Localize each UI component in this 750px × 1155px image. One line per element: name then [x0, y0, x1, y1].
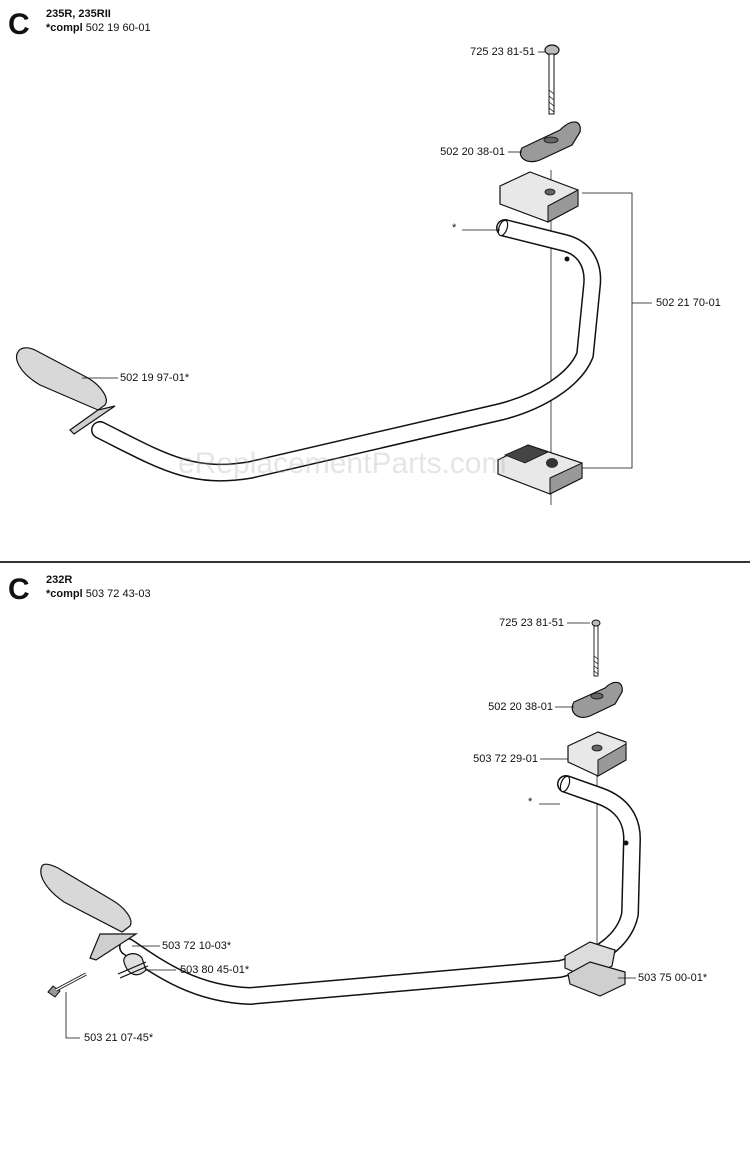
bracket-part: [564, 941, 626, 997]
handle-tube: [91, 219, 602, 482]
diagram-235r: [16, 44, 652, 505]
section-235r: C 235R, 235RII *compl 502 19 60-01: [0, 0, 750, 562]
label-grip: 502 19 97-01*: [120, 372, 190, 384]
label-bracket: 503 75 00-01*: [638, 972, 708, 984]
label-clamp-kit: 502 21 70-01: [656, 297, 721, 309]
compl-prefix: *compl: [46, 22, 83, 34]
section-divider: [0, 561, 750, 563]
label-clamp: 503 72 29-01: [473, 753, 538, 765]
label-asterisk: *: [452, 222, 457, 234]
section-232r: C 232R *compl 503 72 43-03: [0, 564, 750, 1155]
compl-number: 503 72 43-03: [85, 588, 151, 600]
label-screw: 503 21 07-45*: [84, 1032, 154, 1044]
tube-hole: [623, 840, 629, 846]
section-compl: *compl 502 19 60-01: [46, 22, 151, 35]
label-wing-knob: 502 20 38-01: [488, 701, 553, 713]
label-cover: 503 80 45-01*: [180, 964, 250, 976]
section-letter: C: [8, 8, 30, 41]
section-letter: C: [8, 573, 30, 606]
compl-number: 502 19 60-01: [85, 22, 151, 34]
label-bolt: 725 23 81-51: [470, 46, 535, 58]
compl-prefix: *compl: [46, 588, 83, 600]
label-bolt: 725 23 81-51: [499, 617, 564, 629]
bolt-part: [591, 619, 601, 677]
tube-end: [559, 775, 571, 793]
section-models: 232R: [46, 574, 73, 586]
bolt-part: [544, 44, 560, 115]
grip-part: [40, 863, 139, 961]
grip-part: [16, 347, 116, 435]
label-grip: 503 72 10-03*: [162, 940, 232, 952]
wing-knob-part: [571, 681, 623, 718]
lower-clamp-part: [497, 444, 583, 495]
label-asterisk: *: [528, 796, 533, 808]
section-models: 235R, 235RII: [46, 8, 111, 20]
upper-clamp-part: [499, 171, 579, 223]
watermark: eReplacementParts.com: [178, 447, 507, 480]
cover-part: [117, 953, 149, 979]
label-wing-knob: 502 20 38-01: [440, 146, 505, 158]
screw-part: [47, 972, 87, 998]
section-compl: *compl 503 72 43-03: [46, 588, 151, 601]
diagram-232r: [40, 619, 641, 1039]
tube-end: [497, 219, 509, 237]
tube-hole: [564, 256, 570, 262]
wing-knob-part: [519, 121, 581, 163]
clamp-part: [567, 731, 627, 777]
